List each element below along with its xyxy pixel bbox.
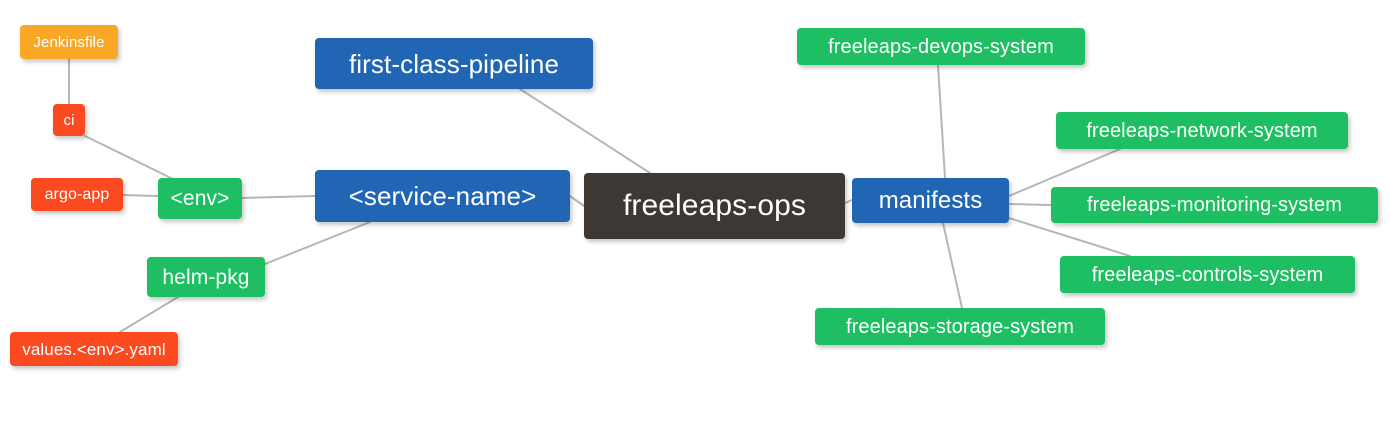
node-freeleaps-devops-system[interactable]: freeleaps-devops-system bbox=[797, 28, 1085, 65]
node-label-freeleaps-monitoring-system: freeleaps-monitoring-system bbox=[1086, 194, 1342, 216]
node-first-class-pipeline[interactable]: first-class-pipeline bbox=[315, 38, 593, 89]
node-freeleaps-ops[interactable]: freeleaps-ops bbox=[584, 173, 845, 239]
edge-manifests-to-freeleaps-monitoring-system bbox=[1008, 203, 1052, 206]
node-label-freeleaps-storage-system: freeleaps-storage-system bbox=[845, 315, 1075, 338]
node-env[interactable]: <env> bbox=[158, 178, 242, 219]
edge-manifests-to-freeleaps-controls-system bbox=[1008, 217, 1131, 257]
node-freeleaps-controls-system[interactable]: freeleaps-controls-system bbox=[1060, 256, 1355, 293]
edge-helm-pkg-to-service-name bbox=[264, 221, 371, 265]
node-label-first-class-pipeline: first-class-pipeline bbox=[348, 48, 560, 79]
node-label-values-yaml: values.<env>.yaml bbox=[22, 339, 166, 359]
edge-first-class-pipeline-to-freeleaps-ops bbox=[519, 88, 651, 174]
edge-service-name-to-freeleaps-ops bbox=[569, 195, 585, 207]
edge-manifests-to-freeleaps-storage-system bbox=[942, 222, 963, 309]
node-freeleaps-network-system[interactable]: freeleaps-network-system bbox=[1056, 112, 1348, 149]
node-label-freeleaps-network-system: freeleaps-network-system bbox=[1086, 119, 1318, 142]
node-label-freeleaps-controls-system: freeleaps-controls-system bbox=[1091, 263, 1324, 286]
node-label-argo-app: argo-app bbox=[44, 185, 110, 203]
node-label-jenkinsfile: Jenkinsfile bbox=[33, 33, 105, 51]
node-jenkinsfile[interactable]: Jenkinsfile bbox=[20, 25, 118, 59]
edge-manifests-to-freeleaps-devops-system bbox=[937, 64, 946, 179]
node-freeleaps-storage-system[interactable]: freeleaps-storage-system bbox=[815, 308, 1105, 345]
node-helm-pkg[interactable]: helm-pkg bbox=[147, 257, 265, 297]
node-argo-app[interactable]: argo-app bbox=[31, 178, 123, 211]
edge-ci-to-env bbox=[84, 135, 176, 181]
node-ci[interactable]: ci bbox=[53, 104, 85, 136]
node-manifests[interactable]: manifests bbox=[852, 178, 1009, 223]
edge-values-yaml-to-helm-pkg bbox=[119, 296, 179, 333]
node-label-freeleaps-devops-system: freeleaps-devops-system bbox=[828, 35, 1054, 58]
node-service-name[interactable]: <service-name> bbox=[315, 170, 570, 222]
node-label-helm-pkg: helm-pkg bbox=[162, 265, 250, 289]
node-label-manifests: manifests bbox=[878, 186, 983, 214]
edge-env-to-service-name bbox=[241, 195, 316, 199]
node-label-service-name: <service-name> bbox=[348, 181, 537, 211]
node-values-yaml[interactable]: values.<env>.yaml bbox=[10, 332, 178, 366]
node-label-ci: ci bbox=[63, 111, 75, 129]
edge-argo-app-to-env bbox=[122, 194, 159, 197]
node-label-freeleaps-ops: freeleaps-ops bbox=[622, 189, 807, 222]
node-label-env: <env> bbox=[170, 187, 230, 210]
node-freeleaps-monitoring-system[interactable]: freeleaps-monitoring-system bbox=[1051, 187, 1378, 223]
edge-freeleaps-ops-to-manifests bbox=[844, 199, 853, 204]
